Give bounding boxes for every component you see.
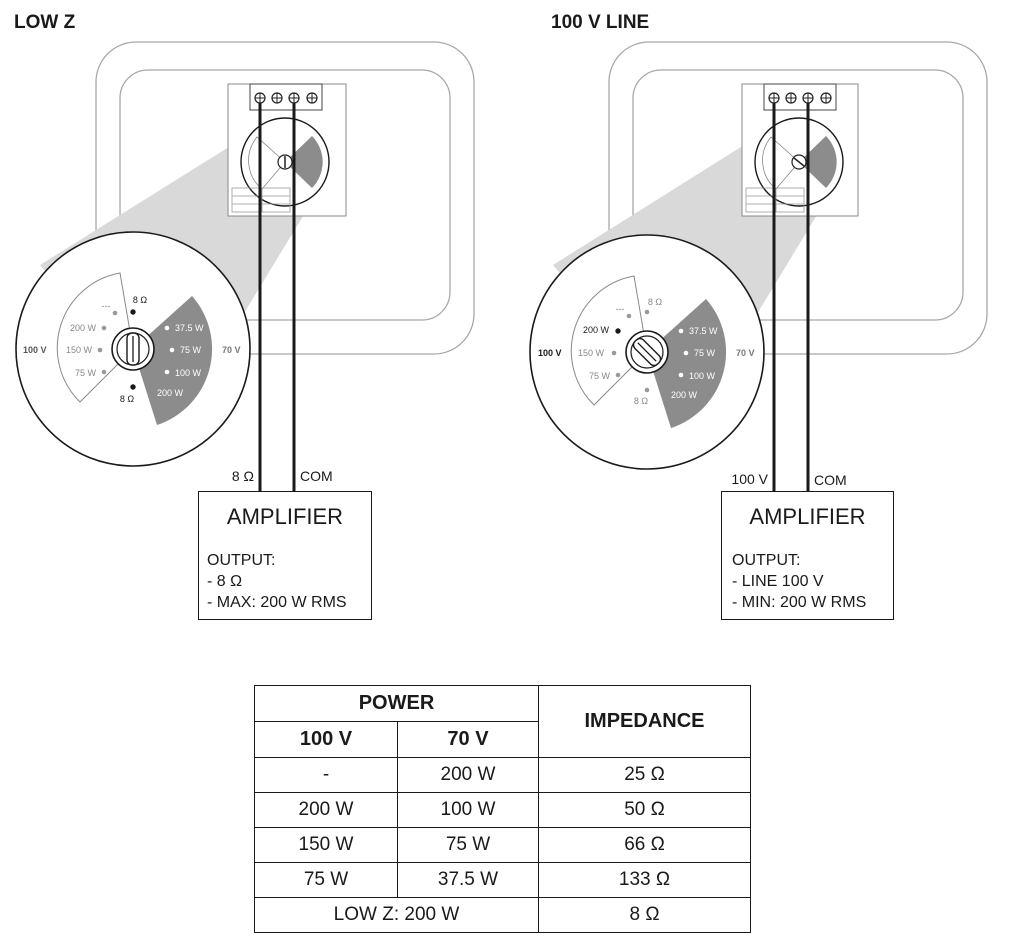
left-option-75w-right: 75 W — [180, 345, 202, 355]
option-dots — [97, 309, 175, 390]
zoom-right-sector — [133, 296, 213, 425]
right-option-100w: 100 W — [689, 371, 716, 381]
cell-70v: 200 W — [397, 757, 539, 793]
cell-impedance: 8 Ω — [538, 897, 751, 933]
left-option-150w: 150 W — [66, 345, 93, 355]
left-option-37-5w: 37.5 W — [175, 323, 204, 333]
right-top-mark: 8 Ω — [648, 297, 663, 307]
amplifier-specs: OUTPUT: - LINE 100 V - MIN: 200 W RMS — [732, 550, 866, 613]
power-impedance-table: POWER IMPEDANCE 100 V 70 V - 200 W 25 Ω … — [254, 685, 751, 933]
col-100v-header: 100 V — [254, 721, 398, 758]
left-wire-label-common: COM — [300, 468, 333, 484]
right-option-200w-right: 200 W — [671, 390, 698, 400]
cell-low-z: LOW Z: 200 W — [254, 897, 539, 933]
speaker-outer-frame — [95, 41, 475, 355]
left-option-dash: --- — [102, 301, 111, 311]
left-top-mark: 8 Ω — [133, 295, 148, 305]
right-wire-label-common: COM — [814, 472, 847, 488]
heading-low-z: LOW Z — [14, 12, 76, 33]
right-bottom-mark: 8 Ω — [634, 396, 649, 406]
amplifier-spec-line: - MAX: 200 W RMS — [207, 594, 347, 611]
left-option-200w: 200 W — [70, 323, 97, 333]
right-option-150w: 150 W — [578, 348, 605, 358]
table-row: 150 W 75 W 66 Ω — [254, 827, 751, 863]
zoom-right-sector — [647, 299, 727, 428]
left-label-70v: 70 V — [222, 345, 241, 355]
speaker-inner-frame — [119, 69, 451, 321]
amplifier-specs: OUTPUT: - 8 Ω - MAX: 200 W RMS — [207, 550, 347, 613]
table-row: - 200 W 25 Ω — [254, 757, 751, 793]
cell-impedance: 25 Ω — [538, 757, 751, 793]
left-label-100v: 100 V — [23, 345, 47, 355]
zoom-left-sector — [56, 272, 134, 403]
amplifier-spec-line: - MIN: 200 W RMS — [732, 594, 867, 611]
left-bottom-mark: 8 Ω — [120, 394, 135, 404]
cell-70v: 75 W — [397, 827, 539, 863]
speaker-outer-frame — [608, 41, 988, 355]
right-label-100v: 100 V — [538, 348, 562, 358]
heading-100v-line: 100 V LINE — [551, 12, 650, 33]
cell-100v: - — [254, 757, 398, 793]
amplifier-spec-line: OUTPUT: — [732, 552, 801, 569]
speaker-inner-frame — [632, 69, 964, 321]
right-option-37-5w: 37.5 W — [689, 326, 718, 336]
right-option-dash: --- — [616, 304, 625, 314]
amplifier-box-100v: AMPLIFIER OUTPUT: - LINE 100 V - MIN: 20… — [721, 491, 894, 620]
cell-100v: 150 W — [254, 827, 398, 863]
right-wire-label-signal: 100 V — [731, 471, 768, 487]
small-selector-dial — [240, 117, 330, 207]
cell-70v: 100 W — [397, 792, 539, 828]
cell-impedance: 133 Ω — [538, 862, 751, 898]
cell-100v: 75 W — [254, 862, 398, 898]
col-70v-header: 70 V — [397, 721, 539, 758]
left-wire-label-signal: 8 Ω — [232, 468, 254, 484]
selector-knob — [111, 327, 155, 371]
table-row: LOW Z: 200 W 8 Ω — [254, 897, 751, 933]
table-row: 200 W 100 W 50 Ω — [254, 792, 751, 828]
small-selector-dial — [754, 117, 844, 207]
cell-impedance: 50 Ω — [538, 792, 751, 828]
impedance-header: IMPEDANCE — [538, 685, 751, 758]
zoom-left-sector — [570, 275, 648, 406]
right-label-70v: 70 V — [736, 348, 755, 358]
amplifier-spec-line: - 8 Ω — [207, 573, 243, 590]
terminal-block — [763, 83, 837, 111]
left-option-75w: 75 W — [75, 368, 97, 378]
left-option-100w: 100 W — [175, 368, 202, 378]
right-option-75w-right: 75 W — [694, 348, 716, 358]
amplifier-spec-line: OUTPUT: — [207, 552, 276, 569]
amplifier-title: AMPLIFIER — [749, 504, 866, 529]
terminal-block — [249, 83, 323, 111]
amplifier-title: AMPLIFIER — [226, 504, 344, 529]
low-z-diagram — [15, 41, 475, 492]
amplifier-box-low-z: AMPLIFIER OUTPUT: - 8 Ω - MAX: 200 W RMS — [198, 491, 372, 620]
cell-impedance: 66 Ω — [538, 827, 751, 863]
option-dots — [611, 309, 689, 393]
selector-knob — [625, 330, 669, 374]
right-option-75w: 75 W — [589, 371, 611, 381]
line-100v-diagram — [529, 41, 988, 492]
right-option-200w: 200 W — [583, 325, 610, 335]
power-header: POWER — [254, 685, 539, 722]
table-row: 75 W 37.5 W 133 Ω — [254, 862, 751, 898]
left-option-200w-right: 200 W — [157, 388, 184, 398]
cell-70v: 37.5 W — [397, 862, 539, 898]
cell-100v: 200 W — [254, 792, 398, 828]
amplifier-spec-line: - LINE 100 V — [732, 573, 824, 590]
